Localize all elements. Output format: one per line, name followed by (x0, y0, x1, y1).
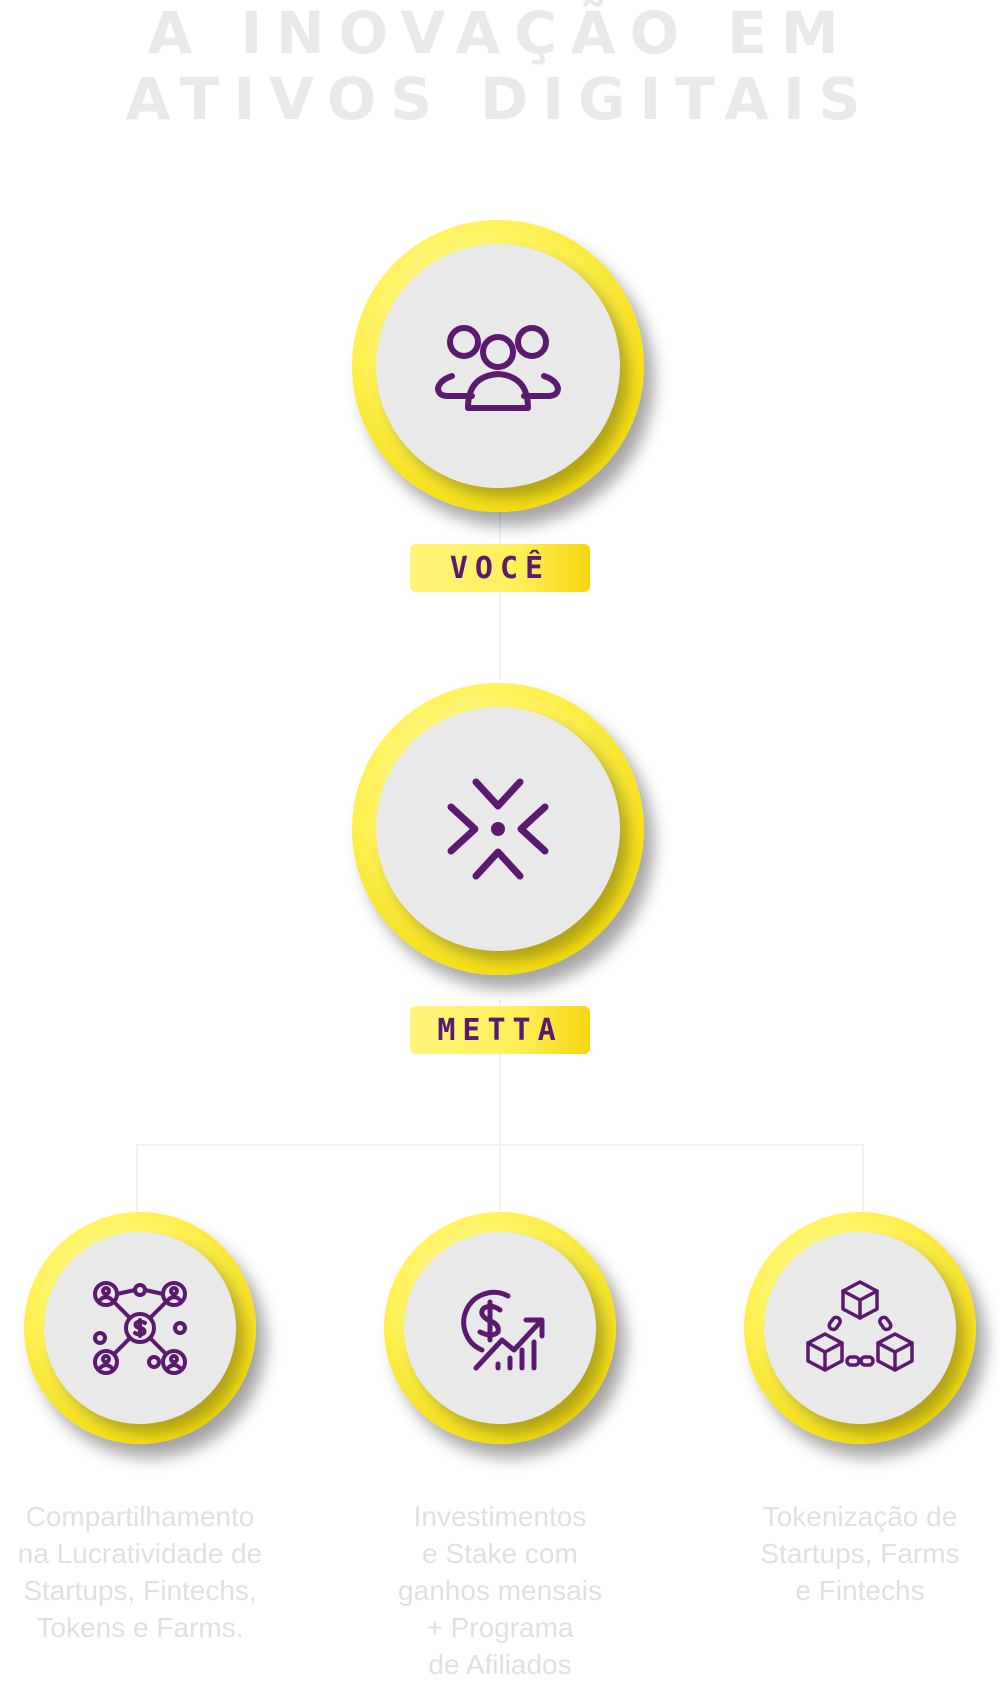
network-money-icon (92, 1280, 188, 1376)
page-title: A INOVAÇÃO EM ATIVOS DIGITAIS (0, 0, 1000, 132)
feature-3-description: Tokenização de Startups, Farms e Fintech… (760, 1501, 960, 1606)
feature-2-description: Investimentos e Stake com ganhos mensais… (398, 1501, 602, 1680)
connector-horizontal (136, 1144, 864, 1146)
feature-3-circle (744, 1212, 976, 1444)
blockchain-icon (805, 1278, 915, 1378)
connector-left-down (136, 1144, 138, 1214)
connector-right-down (862, 1144, 864, 1214)
voce-label: VOCÊ (410, 544, 590, 592)
dollar-growth-icon (452, 1280, 548, 1376)
title-line-1: A INOVAÇÃO EM (147, 0, 853, 67)
feature-1-description: Compartilhamento na Lucratividade de Sta… (17, 1501, 263, 1643)
metta-logo-icon (443, 774, 553, 884)
metta-label: METTA (410, 1006, 590, 1054)
title-line-2: ATIVOS DIGITAIS (125, 65, 875, 133)
feature-2-circle (384, 1212, 616, 1444)
group-icon (432, 318, 564, 414)
metta-circle (352, 683, 644, 975)
voce-circle (352, 220, 644, 512)
feature-1-circle (24, 1212, 256, 1444)
connector-metta-down (499, 1000, 501, 1210)
